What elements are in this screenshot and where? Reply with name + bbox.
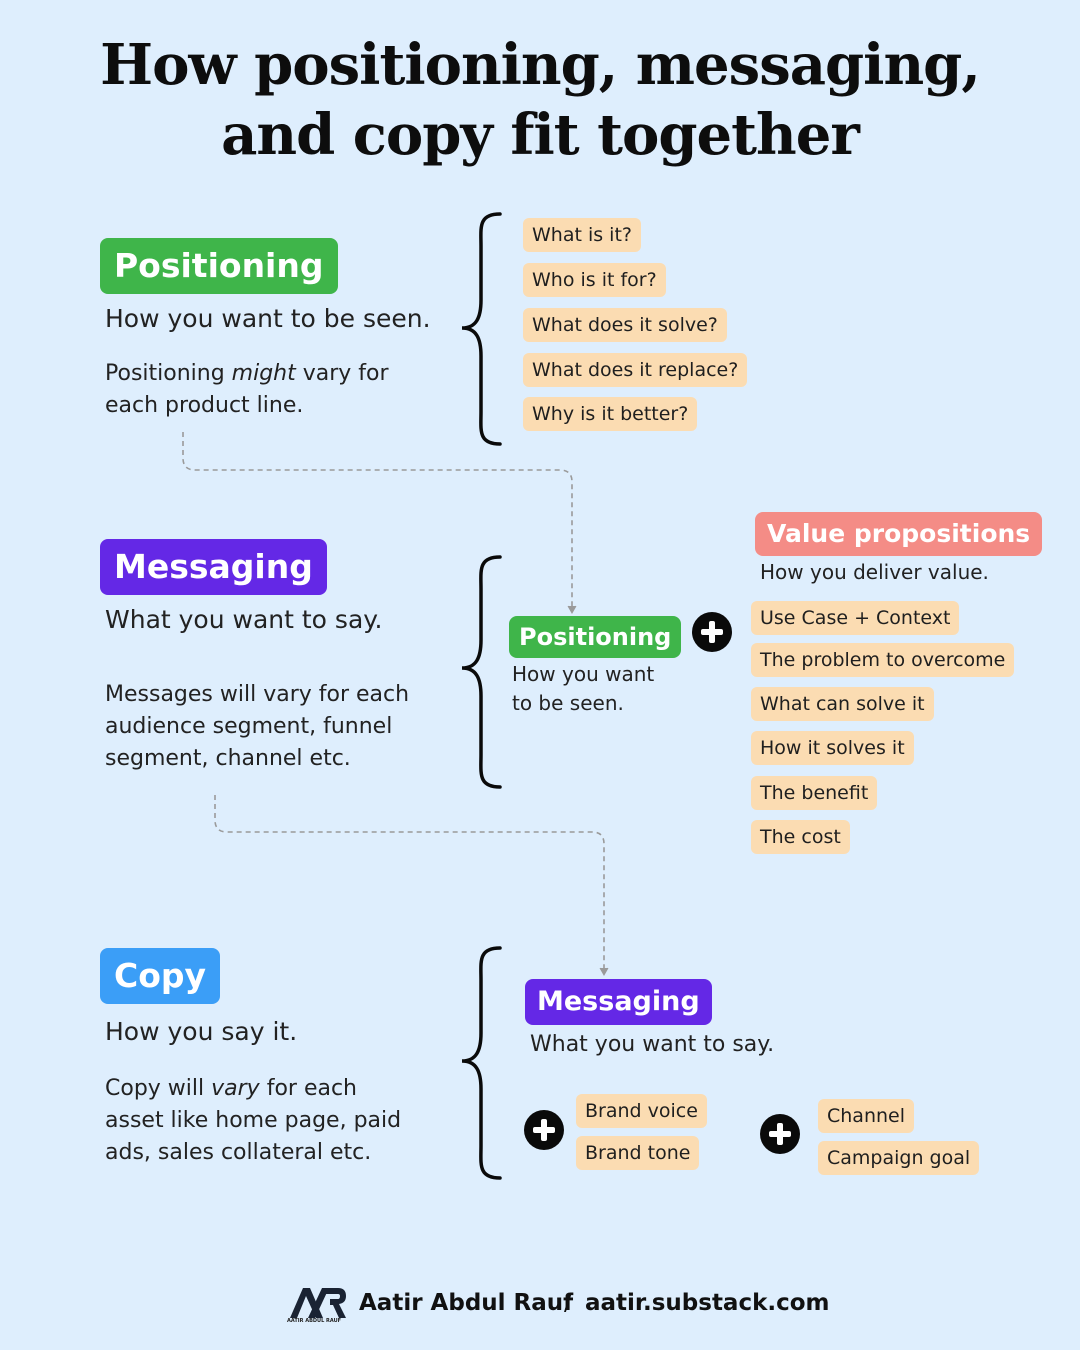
question-chip: What does it solve? — [523, 308, 727, 342]
copy-subtitle: How you say it. — [105, 1017, 298, 1046]
messaging-note: Messages will vary for each audience seg… — [105, 679, 409, 775]
value-propositions-subtitle: How you deliver value. — [760, 560, 989, 584]
inner-positioning-text: How you want to be seen. — [512, 660, 654, 718]
positioning-subtitle: How you want to be seen. — [105, 304, 431, 333]
page-title: How positioning, messaging, and copy fit… — [0, 30, 1080, 170]
positioning-note-suffix: vary for — [295, 361, 389, 386]
messaging-note-line: audience segment, funnel — [105, 714, 393, 739]
value-chip: The problem to overcome — [751, 643, 1015, 677]
footer-separator: / — [564, 1290, 572, 1316]
title-line-1: How positioning, messaging, — [100, 32, 981, 98]
question-chip: What does it replace? — [523, 353, 748, 387]
plus-icon — [692, 612, 732, 652]
messaging-subtitle: What you want to say. — [105, 605, 383, 634]
copy-brace — [461, 946, 502, 1180]
title-line-2: and copy fit together — [221, 102, 860, 168]
brand-chip: Brand voice — [576, 1094, 707, 1128]
value-chip: How it solves it — [751, 731, 914, 765]
dashed-connector-messaging — [214, 795, 605, 970]
question-chip: Why is it better? — [523, 397, 698, 431]
site-link[interactable]: aatir.substack.com — [585, 1290, 830, 1316]
logo-caption: AATIR ABDUL RAUF — [287, 1318, 342, 1324]
copy-badge: Copy — [100, 948, 221, 1004]
channel-chip: Campaign goal — [818, 1141, 980, 1175]
value-chip: The benefit — [751, 776, 878, 810]
positioning-note-line2: each product line. — [105, 393, 304, 418]
dashed-connector-positioning — [182, 432, 573, 608]
positioning-note: Positioning might vary for each product … — [105, 358, 389, 422]
positioning-note-italic: might — [231, 361, 296, 386]
messaging-badge: Messaging — [100, 539, 327, 595]
copy-note: Copy will vary for each asset like home … — [105, 1073, 401, 1169]
positioning-badge: Positioning — [100, 238, 338, 294]
value-chip: What can solve it — [751, 687, 934, 721]
aatir-logo-icon — [290, 1288, 346, 1318]
positioning-brace — [461, 212, 502, 446]
messaging-note-line: Messages will vary for each — [105, 682, 410, 707]
inner-messaging-badge: Messaging — [525, 979, 712, 1025]
value-chip: The cost — [751, 820, 850, 854]
copy-note-suffix: for each — [259, 1076, 357, 1101]
value-propositions-badge: Value propositions — [755, 512, 1043, 556]
question-chip: Who is it for? — [523, 263, 666, 297]
copy-note-line3: ads, sales collateral etc. — [105, 1140, 372, 1165]
brand-chip: Brand tone — [576, 1136, 700, 1170]
value-chip: Use Case + Context — [751, 601, 960, 635]
footer: AATIR ABDUL RAUF Aatir Abdul Rauf / aati… — [0, 1282, 1080, 1332]
positioning-note-prefix: Positioning — [105, 361, 232, 386]
inner-positioning-badge: Positioning — [509, 616, 682, 658]
inner-positioning-line2: to be seen. — [512, 691, 624, 715]
question-chip: What is it? — [523, 218, 641, 252]
inner-messaging-subtitle: What you want to say. — [530, 1032, 775, 1057]
arrowhead-2 — [599, 967, 609, 977]
copy-note-italic: vary — [211, 1076, 260, 1101]
copy-note-prefix: Copy will — [105, 1076, 212, 1101]
author-name: Aatir Abdul Rauf — [359, 1290, 574, 1316]
arrowhead-1 — [567, 605, 577, 615]
plus-icon — [524, 1110, 564, 1150]
messaging-brace — [461, 555, 502, 789]
plus-icon — [760, 1114, 800, 1154]
inner-positioning-line1: How you want — [512, 662, 655, 686]
messaging-note-line: segment, channel etc. — [105, 746, 351, 771]
channel-chip: Channel — [818, 1099, 915, 1133]
copy-note-line2: asset like home page, paid — [105, 1108, 402, 1133]
